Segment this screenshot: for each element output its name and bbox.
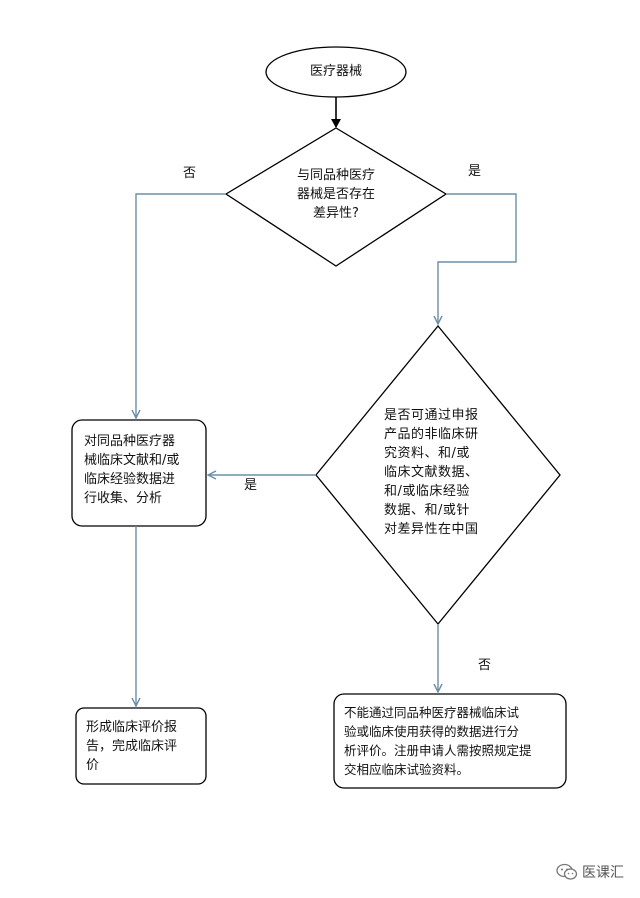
edge-decision1-no (136, 193, 226, 418)
start-label: 医疗器械 (309, 64, 362, 79)
edge-label-yes-right: 是 (468, 164, 482, 179)
watermark: 医课汇 (556, 862, 624, 882)
process-right-label: 不能通过同品种医疗器械临床试 验或临床使用获得的数据进行分 析评价。注册申请人需… (344, 705, 532, 777)
edge-label-yes-left: 是 (244, 478, 258, 493)
edge-label-no-bottom: 否 (478, 658, 492, 673)
process-right-node (333, 693, 567, 789)
process-left-label: 对同品种医疗器 械临床文献和/或 临床经验数据进 行收集、分析 (84, 434, 180, 506)
decision2-label: 是否可通过申报 产品的非临床研 究资料、和/或 临床文献数据、 和/或临床经验 … (384, 408, 479, 537)
edge-decision1-yes (438, 193, 517, 324)
edge-label-no-left: 否 (183, 166, 197, 181)
decision1-label: 与同品种医疗 器械是否存在 差异性? (296, 168, 375, 221)
process-left-node (71, 419, 207, 527)
decision1-node (224, 127, 448, 267)
wechat-icon (556, 863, 578, 880)
process-result-node (75, 707, 207, 785)
process-result-label: 形成临床评价报 告，完成临床评 价 (86, 720, 178, 773)
watermark-text: 医课汇 (582, 865, 624, 881)
